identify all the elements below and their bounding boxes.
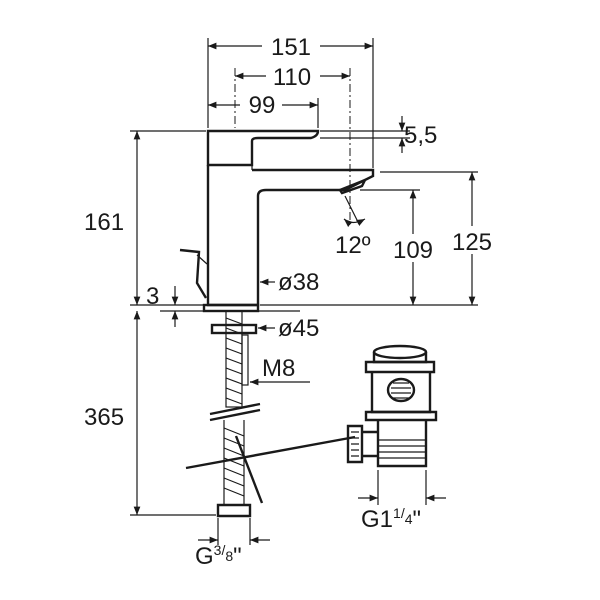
dim-waste-thread: G11/4"	[361, 505, 421, 533]
dim-handle-thickness: 5,5	[404, 122, 437, 149]
dim-outlet-height: 125	[452, 229, 492, 256]
dim-spout-height: 109	[393, 237, 433, 264]
faucet-outline	[160, 129, 375, 518]
dim-body-diameter: ø38	[278, 269, 319, 296]
dim-width-total: 151	[271, 34, 311, 61]
dim-width-handle: 99	[249, 92, 276, 119]
dim-height-total: 161	[84, 209, 124, 236]
dim-width-spout: 110	[273, 64, 311, 91]
dim-spout-angle: 12º	[335, 232, 371, 259]
dim-base-diameter: ø45	[278, 315, 319, 342]
dim-rod-thread: M8	[262, 355, 295, 382]
waste-valve	[346, 344, 438, 468]
dim-base-gap: 3	[146, 283, 159, 310]
dim-hose-thread: G3/8"	[195, 542, 242, 570]
dim-depth-under: 365	[84, 404, 124, 431]
